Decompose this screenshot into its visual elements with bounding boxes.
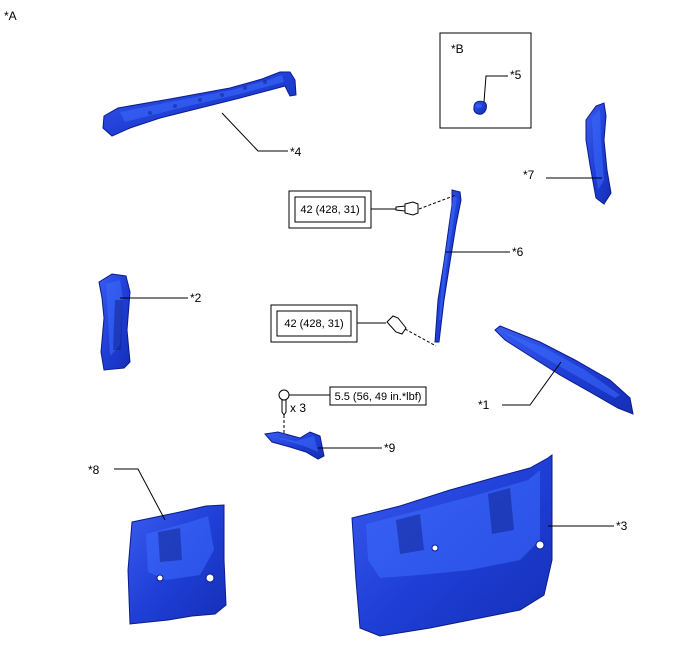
bolt-upper (395, 201, 419, 216)
part-9-bracket (264, 431, 325, 460)
detail-label: *B (451, 42, 464, 56)
part-2-center-pillar (98, 273, 131, 371)
torque-box-upper (294, 196, 366, 223)
dashed-upper-bolt (418, 194, 457, 210)
leader-5 (483, 75, 508, 103)
part-4-roof-garnish (102, 71, 297, 137)
leader-8 (114, 468, 166, 521)
callout-1: *1 (478, 398, 490, 412)
part-8-quarter-trim-left (127, 504, 227, 625)
screw (278, 389, 290, 416)
callout-2: *2 (190, 291, 202, 305)
dashed-lower-bolt (404, 328, 437, 347)
torque-box-lower (276, 310, 352, 337)
leader-1 (502, 361, 562, 406)
callout-8: *8 (88, 463, 100, 477)
torque-lower: 42 (428, 31) (284, 318, 343, 330)
torque-box-screw (329, 386, 427, 406)
callout-5: *5 (510, 68, 522, 82)
torque-screw: 5.5 (56, 49 in.*lbf) (335, 391, 422, 403)
callout-4: *4 (290, 145, 302, 159)
callout-3: *3 (616, 519, 628, 533)
torque-upper: 42 (428, 31) (300, 204, 359, 216)
part-5-clip (473, 100, 487, 115)
part-7-pillar-garnish (585, 102, 612, 205)
part-1-trim-strip (494, 325, 634, 415)
callout-7: *7 (523, 168, 535, 182)
callout-6: *6 (512, 245, 524, 259)
leader-4 (221, 112, 288, 152)
part-6-belt-strip (434, 189, 462, 343)
bolt-lower (386, 315, 407, 335)
part-3-quarter-trim-right (351, 454, 553, 637)
callout-9: *9 (384, 441, 396, 455)
quantity-label: x 3 (290, 401, 306, 415)
view-label: *A (4, 9, 17, 23)
